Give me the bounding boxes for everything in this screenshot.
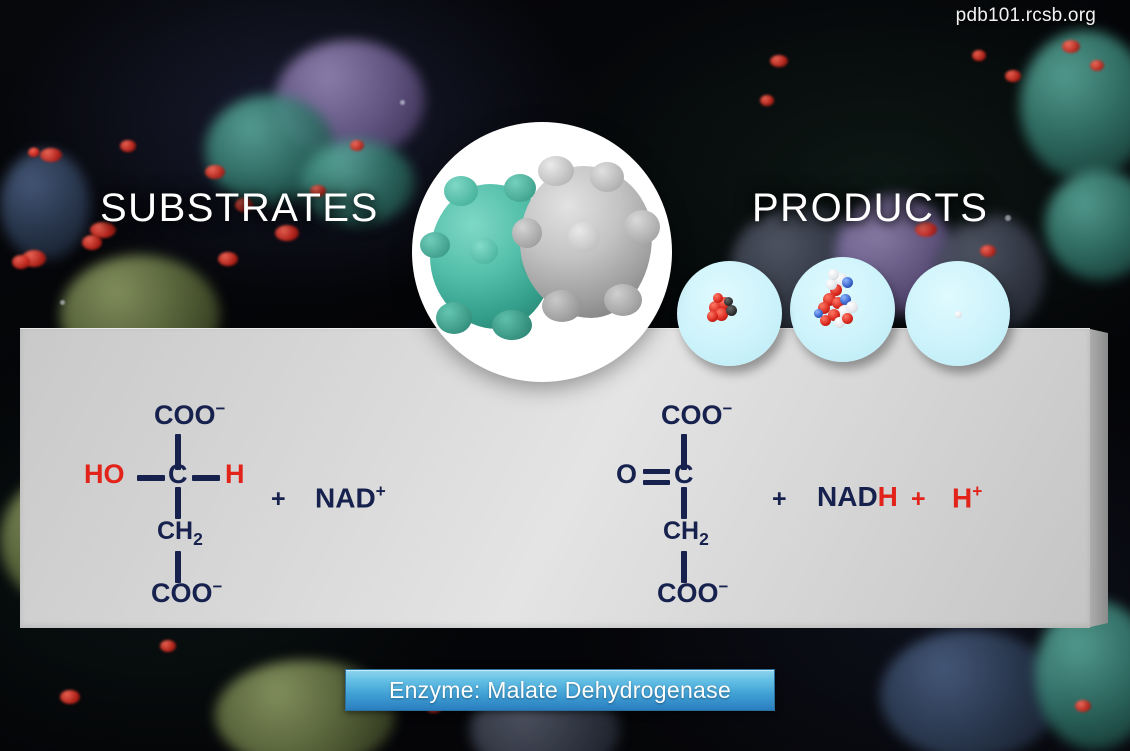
background-protein-teal-2 [300, 140, 415, 225]
background-molecule-25 [60, 690, 80, 704]
background-molecule-16 [972, 50, 986, 61]
background-molecule-6 [235, 198, 253, 212]
enzyme-subunit-gray [512, 156, 660, 322]
oaa-atom-6 [724, 297, 733, 306]
background-molecule-21 [915, 222, 937, 237]
background-molecule-1 [120, 140, 136, 152]
background-molecule-5 [205, 165, 225, 179]
background-protein-blue-1 [880, 630, 1060, 751]
background-molecule-22 [980, 245, 996, 257]
product-plus-sign-2: + [911, 485, 926, 513]
background-molecule-12 [218, 252, 238, 266]
malate-bond-right [192, 475, 220, 481]
malate-bond-bottom [175, 551, 181, 583]
background-molecule-26 [160, 640, 176, 652]
background-molecule-15 [770, 55, 788, 67]
products-header: PRODUCTS [752, 186, 989, 230]
proton-sphere [955, 311, 962, 318]
substrates-header: SUBSTRATES [100, 186, 379, 230]
malate-central-carbon: C [168, 459, 188, 489]
malate-bond-left [137, 475, 165, 481]
enzyme-banner-label: Enzyme: Malate Dehydrogenase [388, 676, 732, 703]
oaa-atom-5 [707, 311, 718, 322]
malate-bottom-group: COO− [151, 577, 223, 608]
oxaloacetate-bottom-group: COO− [657, 577, 729, 608]
background-molecule-7 [90, 222, 116, 238]
malate-hydroxyl-group: HO [84, 459, 125, 489]
background-molecule-9 [82, 235, 102, 250]
oxaloacetate-oxygen: O [616, 459, 638, 489]
background-speck-3 [60, 300, 65, 305]
oxaloacetate-bond-top [681, 434, 687, 470]
background-molecule-4 [40, 148, 62, 162]
nadh-atom-16 [814, 309, 823, 318]
background-molecule-17 [1005, 70, 1021, 82]
substrate-cofactor-nad: NAD+ [315, 481, 386, 514]
nadh-atom-13 [834, 317, 845, 328]
background-speck-2 [1005, 215, 1011, 221]
malate-hydrogen: H [225, 459, 245, 489]
background-protein-blue-2 [0, 150, 90, 260]
oxaloacetate-bond-mid [681, 487, 687, 519]
product-plus-sign-1: + [772, 485, 787, 513]
oaa-atom-4 [726, 305, 737, 316]
nadh-atom-15 [828, 269, 839, 280]
background-molecule-13 [310, 185, 326, 197]
substrate-plus-sign: + [271, 485, 286, 513]
malate-top-group: COO− [154, 399, 226, 430]
product-proton-label: H+ [952, 481, 983, 514]
oxaloacetate-central-carbon: C [674, 459, 694, 489]
oaa-atom-3 [715, 308, 728, 321]
nadh-atom-14 [842, 313, 853, 324]
background-protein-teal-4 [1045, 170, 1130, 280]
nadh-atom-7 [840, 294, 851, 305]
site-watermark: pdb101.rcsb.org [955, 5, 1096, 26]
background-molecule-10 [12, 255, 30, 269]
background-molecule-20 [760, 95, 774, 106]
background-molecule-24 [1075, 700, 1091, 712]
background-molecule-3 [30, 148, 39, 156]
oxaloacetate-top-group: COO− [661, 399, 733, 430]
oaa-atom-7 [713, 293, 723, 303]
nadh-atom-11 [846, 301, 858, 313]
nadh-red-hydrogen: H [877, 481, 898, 512]
oxaloacetate-double-bond-upper [643, 469, 670, 474]
background-molecule-11 [275, 225, 299, 241]
background-protein-teal-3 [1020, 30, 1130, 180]
background-molecule-14 [350, 140, 364, 151]
malate-methylene-group: CH2 [157, 517, 203, 549]
nadh-atom-12 [820, 315, 831, 326]
background-speck-1 [400, 100, 405, 105]
oxaloacetate-bond-bottom [681, 551, 687, 583]
product-circle-oxaloacetate [677, 261, 782, 366]
nadh-atom-2 [842, 277, 853, 288]
background-molecule-18 [1062, 40, 1080, 53]
background-molecule-19 [1090, 60, 1104, 71]
nadh-atom-4 [826, 279, 837, 290]
enzyme-structure-circle [412, 122, 672, 382]
reaction-panel: COO− HO C H CH2 [20, 328, 1108, 628]
oxaloacetate-double-bond-lower [643, 480, 670, 485]
malate-bond-mid [175, 487, 181, 519]
malate-bond-top [175, 434, 181, 470]
product-circle-nadh [790, 257, 895, 362]
product-circle-proton [905, 261, 1010, 366]
reaction-panel-face: COO− HO C H CH2 [20, 328, 1090, 628]
reaction-panel-side-bevel [1086, 328, 1108, 628]
oxaloacetate-methylene-group: CH2 [663, 517, 709, 549]
enzyme-banner[interactable]: Enzyme: Malate Dehydrogenase [345, 669, 775, 711]
